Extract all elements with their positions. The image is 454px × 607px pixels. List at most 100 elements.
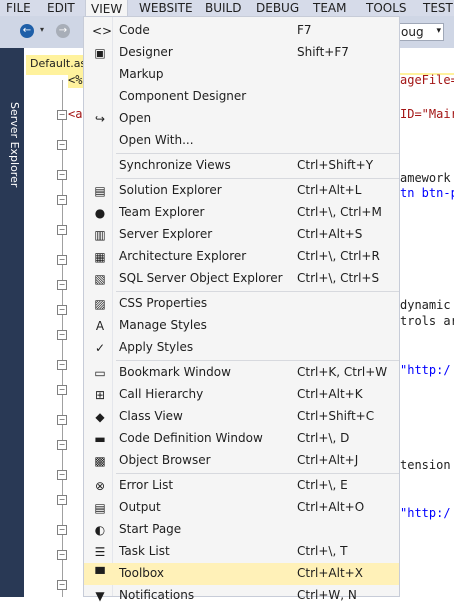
call-hierarchy-icon: ⊞ [94, 388, 106, 402]
menu-separator [116, 360, 399, 361]
menu-bar: FILE EDIT VIEW WEBSITE BUILD DEBUG TEAM … [0, 0, 454, 16]
code-line: ID="Mair [400, 107, 454, 121]
collapse-toggle-icon[interactable]: − [57, 495, 67, 505]
menu-item-architecture-explorer[interactable]: ▦ Architecture Explorer Ctrl+\, Ctrl+R [84, 246, 399, 268]
menu-test[interactable]: TEST [423, 1, 453, 15]
menu-item-apply-styles[interactable]: ✓ Apply Styles [84, 337, 399, 359]
menu-item-label: CSS Properties [119, 296, 208, 310]
collapse-toggle-icon[interactable]: − [57, 195, 67, 205]
collapse-toggle-icon[interactable]: − [57, 470, 67, 480]
menu-website[interactable]: WEBSITE [139, 1, 193, 15]
menu-item-shortcut: Ctrl+Alt+S [297, 227, 363, 241]
class-view-icon: ◆ [95, 410, 105, 424]
menu-item-open-with[interactable]: Open With... [84, 130, 399, 152]
menu-item-designer[interactable]: ▣ Designer Shift+F7 [84, 42, 399, 64]
collapse-toggle-icon[interactable]: − [57, 140, 67, 150]
open-icon: ↪ [94, 112, 106, 126]
collapse-toggle-icon[interactable]: − [57, 280, 67, 290]
collapse-toggle-icon[interactable]: − [57, 385, 67, 395]
menu-item-markup[interactable]: Markup [84, 64, 399, 86]
menu-view[interactable]: VIEW [85, 0, 129, 16]
menu-item-component-designer[interactable]: Component Designer [84, 86, 399, 108]
menu-item-open[interactable]: ↪ Open [84, 108, 399, 130]
menu-icon-gutter [112, 17, 113, 596]
menu-item-code-definition-window[interactable]: ▬ Code Definition Window Ctrl+\, D [84, 428, 399, 450]
menu-item-synchronize-views[interactable]: Synchronize Views Ctrl+Shift+Y [84, 155, 399, 177]
menu-file[interactable]: FILE [6, 1, 31, 15]
menu-item-label: SQL Server Object Explorer [119, 271, 283, 285]
solution-explorer-icon: ▤ [94, 184, 106, 198]
collapse-toggle-icon[interactable]: − [57, 415, 67, 425]
collapse-toggle-icon[interactable]: − [57, 580, 67, 590]
chevron-down-icon[interactable]: ▾ [436, 26, 441, 36]
collapse-toggle-icon[interactable]: − [57, 225, 67, 235]
menu-team[interactable]: TEAM [313, 1, 347, 15]
combo-value: oug [401, 25, 424, 39]
menu-item-shortcut: Ctrl+Alt+X [297, 566, 363, 580]
menu-item-server-explorer[interactable]: ▥ Server Explorer Ctrl+Alt+S [84, 224, 399, 246]
menu-item-label: Solution Explorer [119, 183, 222, 197]
menu-item-team-explorer[interactable]: ● Team Explorer Ctrl+\, Ctrl+M [84, 202, 399, 224]
navigate-back-dropdown-icon[interactable]: ▾ [40, 25, 45, 34]
menu-separator [116, 473, 399, 474]
menu-item-label: Designer [119, 45, 173, 59]
collapse-toggle-icon[interactable]: − [57, 170, 67, 180]
designer-icon: ▣ [94, 46, 106, 60]
collapse-toggle-icon[interactable]: − [57, 550, 67, 560]
menu-item-object-browser[interactable]: ▩ Object Browser Ctrl+Alt+J [84, 450, 399, 472]
solution-configuration-combo[interactable]: oug ▾ [398, 23, 444, 41]
menu-item-toolbox[interactable]: ▀ Toolbox Ctrl+Alt+X [84, 563, 399, 585]
menu-edit[interactable]: EDIT [47, 1, 75, 15]
menu-item-error-list[interactable]: ⊗ Error List Ctrl+\, E [84, 475, 399, 497]
collapse-toggle-icon[interactable]: − [57, 255, 67, 265]
menu-item-task-list[interactable]: ☰ Task List Ctrl+\, T [84, 541, 399, 563]
collapse-toggle-icon[interactable]: − [57, 525, 67, 535]
collapse-toggle-icon[interactable]: − [57, 440, 67, 450]
navigate-forward-icon[interactable]: → [56, 24, 70, 38]
server-explorer-tab[interactable]: Server Explorer [8, 102, 21, 188]
collapse-toggle-icon[interactable]: − [57, 330, 67, 340]
menu-item-label: Class View [119, 409, 183, 423]
navigate-back-icon[interactable]: ← [20, 24, 34, 38]
menu-item-label: Synchronize Views [119, 158, 231, 172]
menu-item-label: Team Explorer [119, 205, 205, 219]
menu-item-label: Bookmark Window [119, 365, 231, 379]
menu-item-css-properties[interactable]: ▨ CSS Properties [84, 293, 399, 315]
menu-item-code[interactable]: <> Code F7 [84, 20, 399, 42]
menu-item-call-hierarchy[interactable]: ⊞ Call Hierarchy Ctrl+Alt+K [84, 384, 399, 406]
server-explorer-icon: ▥ [94, 228, 106, 242]
apply-styles-icon: ✓ [94, 341, 106, 355]
collapse-toggle-icon[interactable]: − [57, 305, 67, 315]
menu-item-label: Manage Styles [119, 318, 207, 332]
menu-debug[interactable]: DEBUG [256, 1, 300, 15]
error-list-icon: ⊗ [94, 479, 106, 493]
css-properties-icon: ▨ [94, 297, 106, 311]
menu-item-sql-server-object-explorer[interactable]: ▧ SQL Server Object Explorer Ctrl+\, Ctr… [84, 268, 399, 290]
menu-tools[interactable]: TOOLS [366, 1, 407, 15]
menu-item-start-page[interactable]: ◐ Start Page [84, 519, 399, 541]
menu-item-label: Output [119, 500, 161, 514]
menu-item-output[interactable]: ▤ Output Ctrl+Alt+O [84, 497, 399, 519]
menu-item-label: Architecture Explorer [119, 249, 247, 263]
menu-item-solution-explorer[interactable]: ▤ Solution Explorer Ctrl+Alt+L [84, 180, 399, 202]
menu-item-manage-styles[interactable]: A Manage Styles [84, 315, 399, 337]
collapse-toggle-icon[interactable]: − [57, 360, 67, 370]
document-tab[interactable]: Default.as [26, 55, 86, 73]
menu-item-shortcut: Ctrl+\, T [297, 544, 348, 558]
menu-build[interactable]: BUILD [205, 1, 242, 15]
menu-item-shortcut: F7 [297, 23, 312, 37]
menu-item-notifications[interactable]: ▼ Notifications Ctrl+W, N [84, 585, 399, 607]
menu-item-class-view[interactable]: ◆ Class View Ctrl+Shift+C [84, 406, 399, 428]
menu-item-label: Task List [119, 544, 170, 558]
code-line: trols ar [400, 314, 454, 328]
code-icon: <> [92, 24, 113, 38]
menu-separator [116, 291, 399, 292]
menu-item-label: Call Hierarchy [119, 387, 204, 401]
menu-item-label: Object Browser [119, 453, 211, 467]
menu-item-shortcut: Ctrl+\, Ctrl+R [297, 249, 380, 263]
menu-item-label: Apply Styles [119, 340, 194, 354]
menu-item-bookmark-window[interactable]: ▭ Bookmark Window Ctrl+K, Ctrl+W [84, 362, 399, 384]
code-line: "http:/ [400, 506, 451, 520]
collapse-toggle-icon[interactable]: − [57, 110, 67, 120]
bookmark-window-icon: ▭ [94, 366, 106, 380]
